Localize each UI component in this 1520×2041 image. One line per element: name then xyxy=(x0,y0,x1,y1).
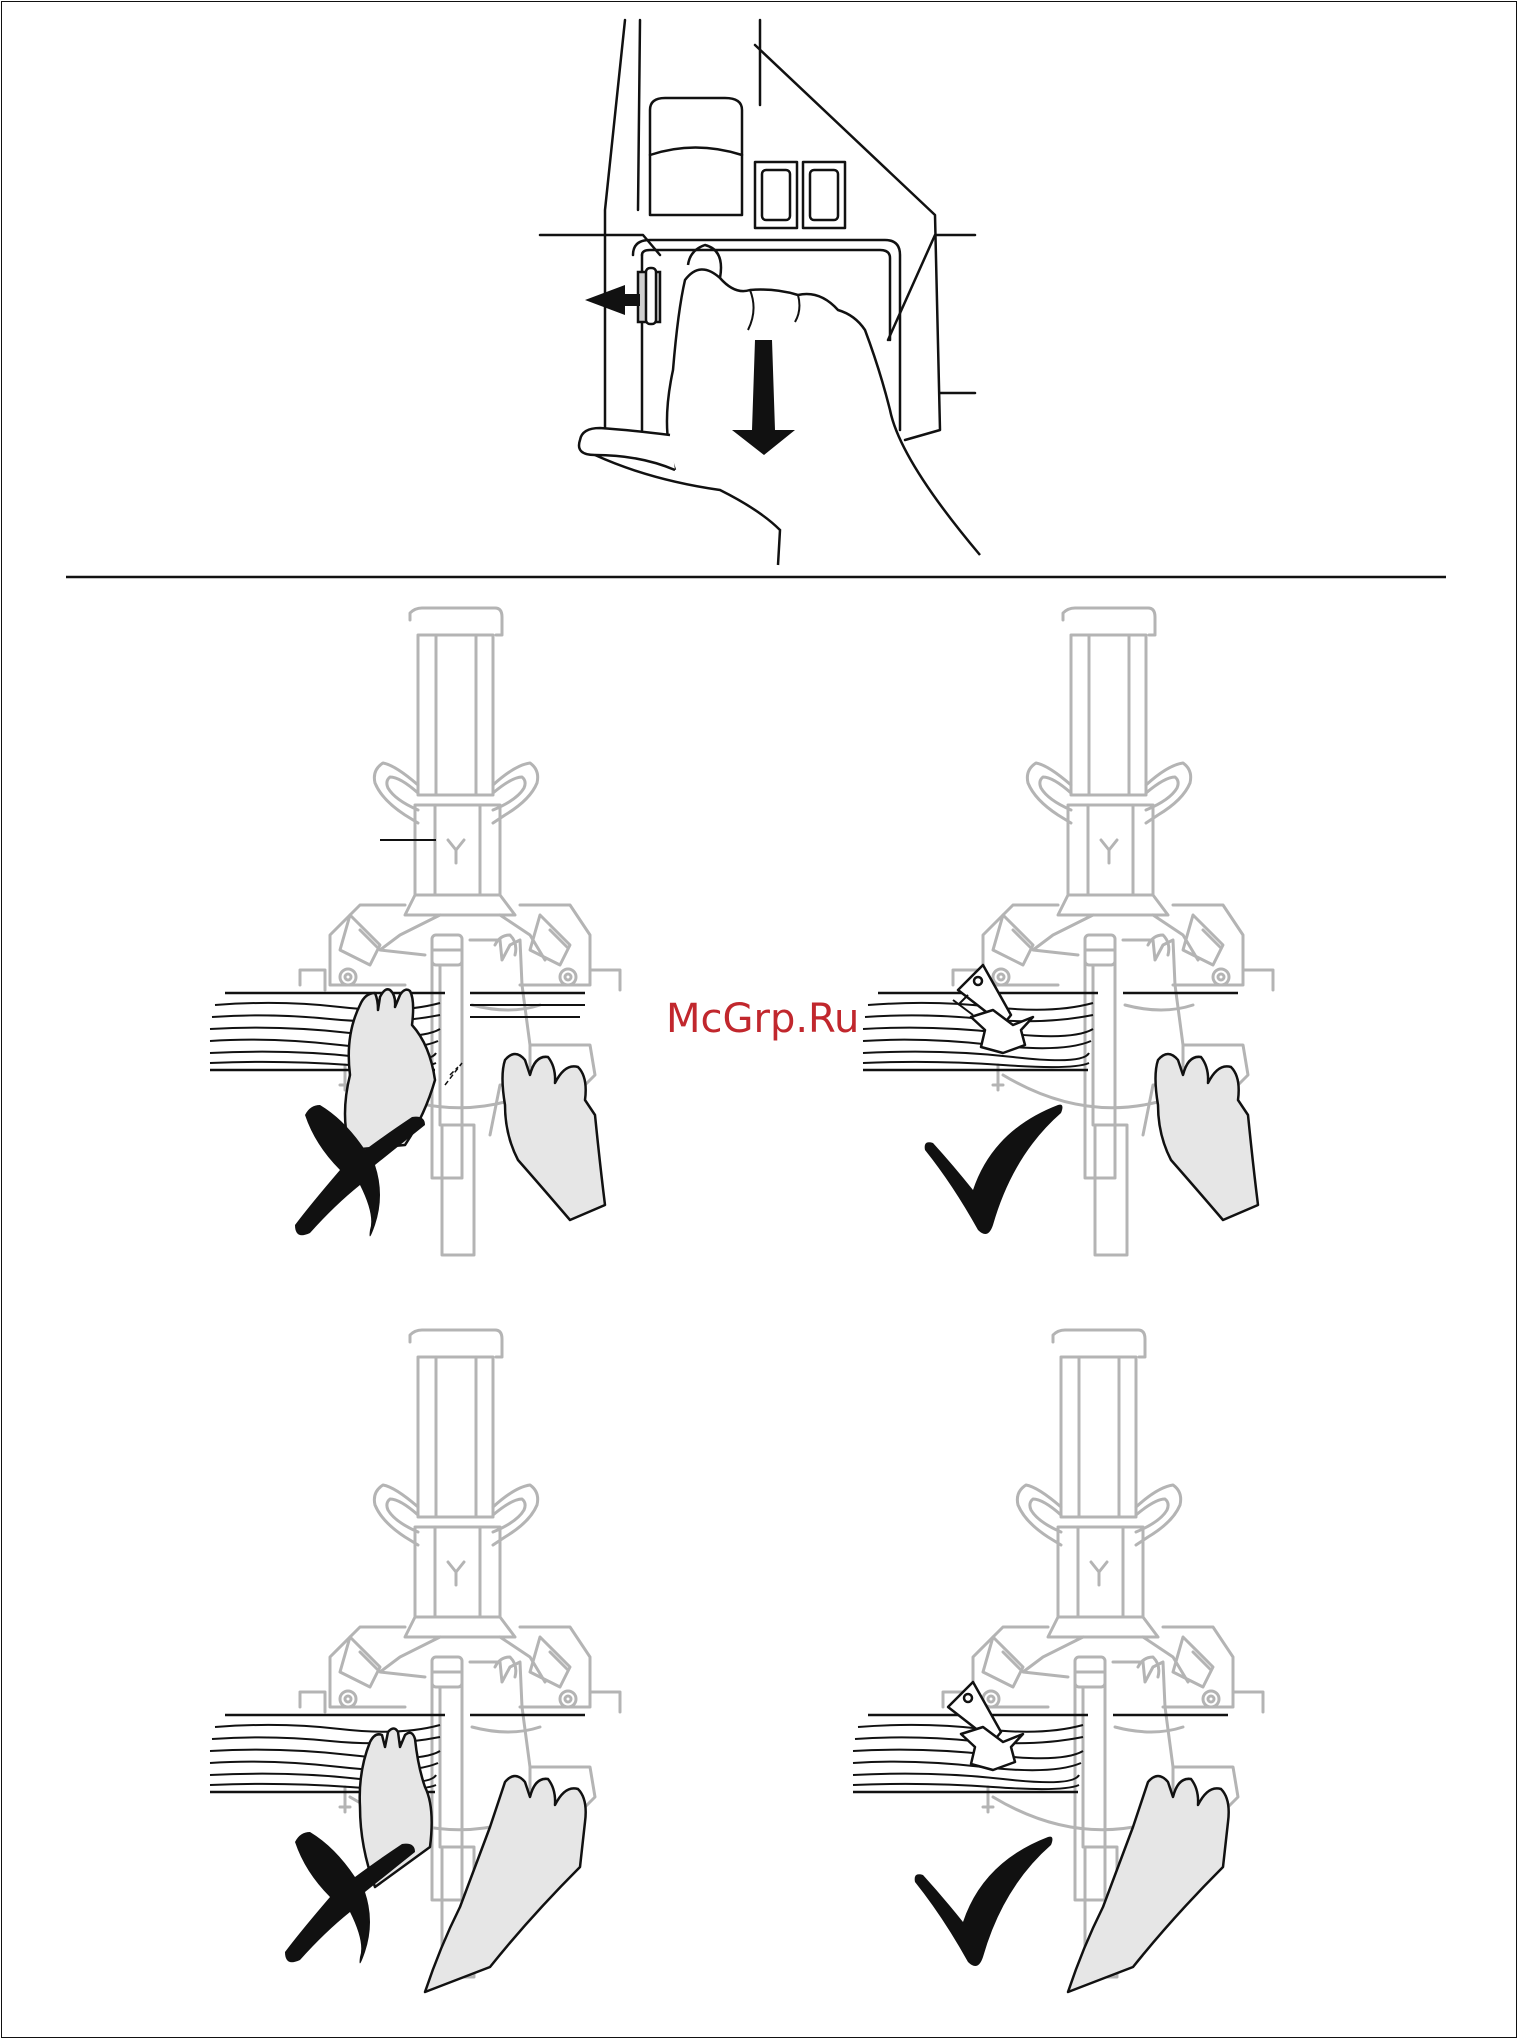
panel-wrong-2 xyxy=(200,1327,720,2007)
watermark: McGrp.Ru xyxy=(666,996,859,1042)
cross-mark-icon xyxy=(285,1832,415,1963)
check-mark-icon xyxy=(915,1837,1053,1966)
hand xyxy=(667,269,980,555)
panel-right-2 xyxy=(843,1327,1363,2007)
tool-grip xyxy=(650,98,742,215)
hand-holding-handle xyxy=(425,1776,586,1992)
panel-wrong-1 xyxy=(200,605,720,1265)
separator xyxy=(66,574,1446,580)
panel-right-1 xyxy=(853,605,1373,1265)
arrow-left-icon xyxy=(585,285,640,315)
check-mark-icon xyxy=(925,1105,1063,1234)
hand-holding-handle xyxy=(1068,1776,1229,1992)
top-illustration xyxy=(520,10,1000,570)
